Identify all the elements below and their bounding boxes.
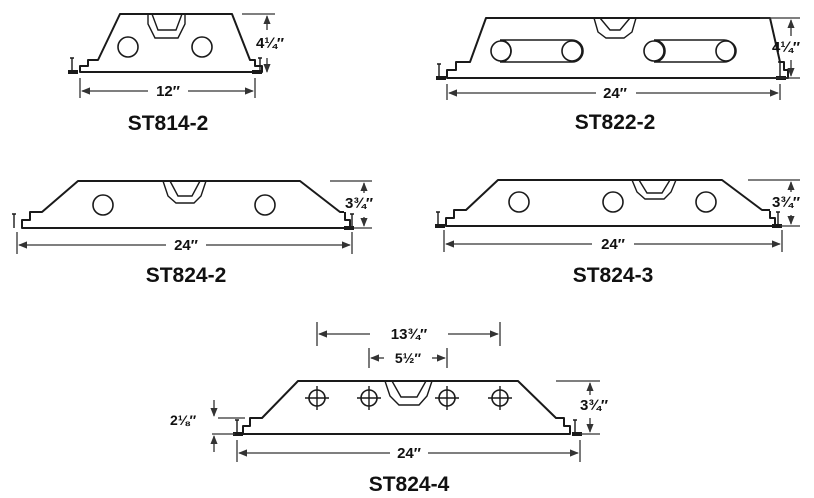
lamp-slot <box>653 39 736 63</box>
fixture-st814-2: 12″ 4¼″ ST814-2 <box>68 13 284 135</box>
mounting-clip <box>436 211 440 226</box>
housing-outline <box>242 380 571 435</box>
model-label: ST824-3 <box>573 264 654 287</box>
fixture-st822-2: 24″ 4¼″ ST822-2 <box>436 17 800 134</box>
height-dimension: 4¼″ <box>256 35 284 52</box>
model-label: ST824-4 <box>369 473 450 496</box>
mounting-clip <box>12 213 16 228</box>
mounting-foot <box>252 70 262 74</box>
width-dimension: 24″ <box>174 237 198 254</box>
mounting-clip <box>70 57 74 72</box>
height-dimension: 4¼″ <box>772 39 800 56</box>
knockout-hole <box>695 191 717 213</box>
center-channel <box>162 180 207 204</box>
knockout-hole <box>117 36 139 58</box>
width-dimension: 24″ <box>601 236 625 253</box>
crosshair-hole <box>435 386 459 410</box>
model-label: ST824-2 <box>146 264 227 287</box>
height-dimension: 3¾″ <box>772 194 800 211</box>
knockout-hole <box>92 194 114 216</box>
mounting-clip <box>258 57 262 72</box>
width-dimension: 12″ <box>156 83 180 100</box>
mounting-foot <box>436 76 446 80</box>
width-dimension: 24″ <box>397 445 421 462</box>
crosshair-hole <box>357 386 381 410</box>
center-channel <box>147 14 186 39</box>
center-channel <box>593 17 637 39</box>
height-dimension: 3¾″ <box>345 195 373 212</box>
housing-outline <box>446 17 789 79</box>
fixture-st824-3: 24″ 3¾″ ST824-3 <box>435 179 810 287</box>
mounting-clip <box>573 419 577 434</box>
mounting-foot <box>68 70 78 74</box>
side-height-dimension: 2⅛″ <box>170 412 196 428</box>
mounting-foot <box>572 432 582 436</box>
mounting-foot <box>233 432 243 436</box>
knockout-hole <box>508 191 530 213</box>
height-dimension: 3¾″ <box>580 397 608 414</box>
center-channel <box>631 179 677 200</box>
knockout-hole <box>254 194 276 216</box>
model-label: ST822-2 <box>575 111 656 134</box>
fixture-st824-4: 13¾″ 5½″ 2⅛″ 3¾″ 24″ ST824-4 <box>170 322 618 496</box>
knockout-hole <box>191 36 213 58</box>
mounting-clip <box>437 63 441 78</box>
housing-outline <box>21 180 351 229</box>
mounting-clip <box>778 61 782 78</box>
center-channel <box>384 380 433 406</box>
width-dimension: 24″ <box>603 85 627 102</box>
outer-hole-spacing: 13¾″ <box>391 326 427 343</box>
mounting-foot <box>772 224 782 228</box>
mounting-foot <box>344 226 354 230</box>
mounting-clip <box>776 211 780 226</box>
crosshair-hole <box>305 386 329 410</box>
fixture-st824-2: 24″ 3¾″ ST824-2 <box>12 180 386 287</box>
lamp-slot <box>499 39 584 63</box>
housing-outline <box>445 179 776 227</box>
model-label: ST814-2 <box>128 112 209 135</box>
mounting-clip <box>350 213 354 228</box>
mounting-clip <box>235 419 239 434</box>
inner-hole-spacing: 5½″ <box>395 350 421 366</box>
crosshair-hole <box>488 386 512 410</box>
knockout-hole <box>602 191 624 213</box>
mounting-foot <box>435 224 445 228</box>
housing-outline <box>79 13 263 73</box>
